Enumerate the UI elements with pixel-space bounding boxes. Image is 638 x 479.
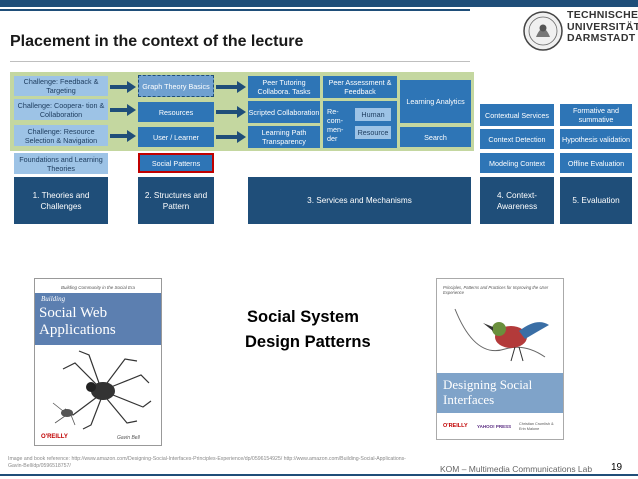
book1-title: Social Web Applications — [39, 305, 116, 338]
evaluation-box: 5. Evaluation — [560, 177, 632, 224]
book2-title: Designing Social Interfaces — [443, 377, 533, 407]
main-heading-line-2: Design Patterns — [245, 333, 371, 351]
footer-bar — [0, 474, 638, 476]
title-divider — [10, 61, 470, 62]
arrow-1 — [110, 81, 136, 93]
challenge-resource-box: Challenge: Resource Selection & Navigati… — [14, 125, 108, 146]
header-line — [0, 9, 470, 11]
services-mechanisms-box: 3. Services and Mechanisms — [248, 177, 471, 224]
book2-publisher: O'REILLY — [443, 423, 468, 429]
book2-copublisher: YAHOO! PRESS — [477, 424, 512, 429]
resource-box: Resource — [355, 126, 391, 139]
book1-publisher: O'REILLY — [41, 434, 68, 440]
book-cover-designing-social-interfaces: Principles, Patterns and Practices for I… — [436, 278, 564, 440]
peer-tutoring-box: Peer Tutoring Collabora. Tasks — [248, 76, 320, 98]
scripted-collaboration-box: Scripted Collaboration — [248, 101, 320, 123]
arrow-6 — [216, 131, 246, 143]
book2-tagline: Principles, Patterns and Practices for I… — [443, 285, 549, 295]
spider-illustration-icon — [52, 350, 152, 430]
logo-line-1: TECHNISCHE — [567, 9, 638, 21]
book2-title-band: Designing Social Interfaces — [437, 373, 563, 413]
book2-authors: Christian Crumlish & Erin Malone — [519, 422, 554, 431]
footer-lab-name: KOM – Multimedia Communications Lab — [440, 464, 593, 474]
social-patterns-box: Social Patterns — [138, 153, 214, 173]
book1-title-band: Building Social Web Applications — [35, 293, 161, 345]
page-number: 19 — [611, 462, 623, 473]
arrow-3 — [110, 130, 136, 142]
challenge-feedback-box: Challenge: Feedback & Targeting — [14, 76, 108, 96]
learning-analytics-box: Learning Analytics — [400, 80, 471, 123]
university-seal-icon — [523, 11, 563, 51]
main-heading-line-1: Social System — [247, 308, 359, 326]
page-title: Placement in the context of the lecture — [10, 33, 304, 50]
logo-line-3: DARMSTADT — [567, 32, 636, 44]
recommender-label: Re- com- men- der — [327, 106, 344, 143]
header-bar — [0, 0, 638, 7]
graph-theory-box: Graph Theory Basics — [138, 75, 214, 97]
book1-tagline: Building Community in the Social Era — [60, 285, 136, 290]
user-learner-box: User / Learner — [138, 127, 214, 147]
book-cover-social-web-applications: Building Community in the Social Era Bui… — [34, 278, 162, 446]
arrow-4 — [216, 81, 246, 93]
book1-author: Gavin Bell — [117, 435, 140, 441]
learning-path-box: Learning Path Transparency — [248, 126, 320, 148]
theories-challenges-box: 1. Theories and Challenges — [14, 177, 108, 224]
foundations-box: Foundations and Learning Theories — [14, 153, 108, 174]
context-awareness-box: 4. Context- Awareness — [480, 177, 554, 224]
logo-line-2: UNIVERSITÄT — [567, 20, 638, 33]
book1-title-top: Building — [41, 295, 66, 303]
formative-box: Formative and summative — [560, 104, 632, 126]
resources-box: Resources — [138, 102, 214, 122]
peer-assessment-box: Peer Assessment & Feedback — [323, 76, 397, 98]
arrow-2 — [110, 104, 136, 116]
hypothesis-box: Hypothesis validation — [560, 129, 632, 149]
offline-evaluation-box: Offline Evaluation — [560, 153, 632, 173]
modeling-context-box: Modeling Context — [480, 153, 554, 173]
footer-credits: Image and book reference: http://www.ama… — [8, 456, 406, 469]
bird-illustration-icon — [454, 308, 549, 362]
structures-pattern-box: 2. Structures and Pattern — [138, 177, 214, 224]
contextual-services-box: Contextual Services — [480, 104, 554, 126]
arrow-5 — [216, 106, 246, 118]
university-logo-text: TECHNISCHE UNIVERSITÄT DARMSTADT — [567, 9, 638, 45]
human-box: Human — [355, 108, 391, 121]
context-detection-box: Context Detection — [480, 129, 554, 149]
search-box: Search — [400, 127, 471, 147]
challenge-cooperation-box: Challenge: Coopera- tion & Collaboration — [14, 99, 108, 120]
